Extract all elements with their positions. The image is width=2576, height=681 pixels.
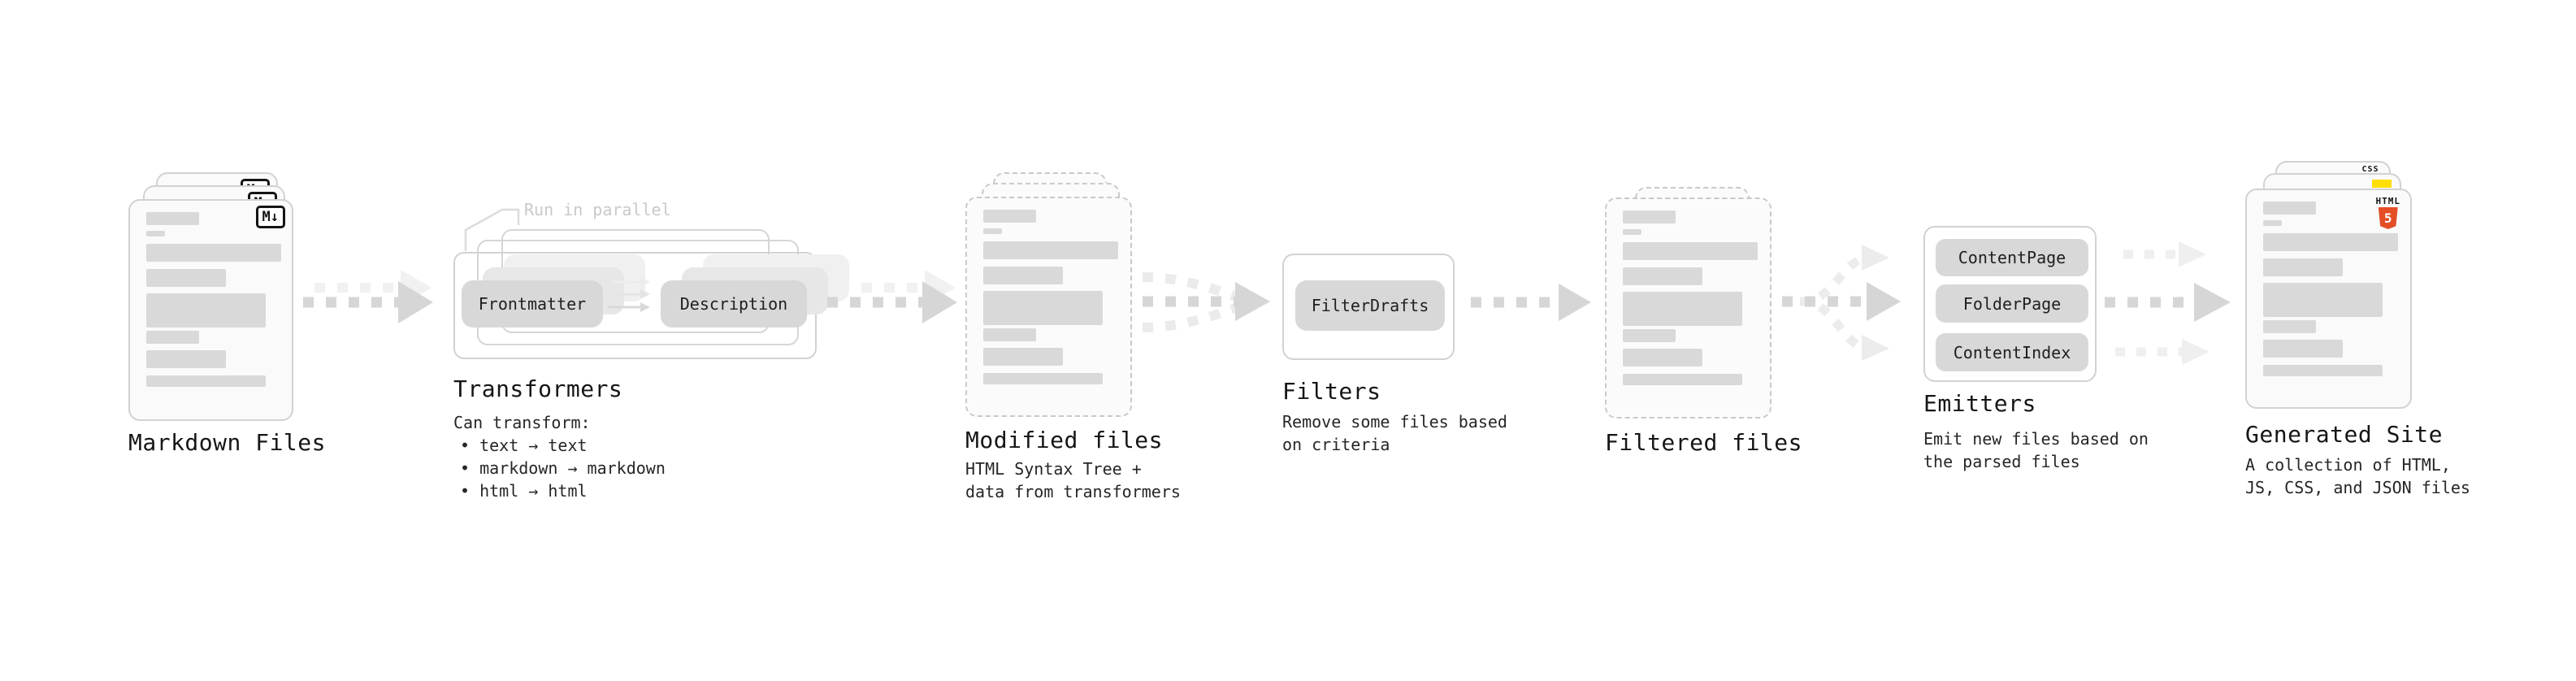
flow-arrow-merge-to-filters xyxy=(1142,272,1270,332)
text-line-bar xyxy=(146,231,165,236)
folderpage-pill: FolderPage xyxy=(1936,284,2088,323)
modified-files-label: Modified files xyxy=(965,427,1164,453)
text-line-bar xyxy=(983,241,1118,259)
text-line-bar xyxy=(2263,365,2383,376)
emitters-subtitle: Emit new files based on the parsed files xyxy=(1923,429,2149,471)
contentindex-pill: ContentIndex xyxy=(1936,333,2088,371)
text-line-bar xyxy=(983,348,1063,366)
emitters-box: ContentPage FolderPage ContentIndex xyxy=(1923,226,2097,382)
text-line-bar xyxy=(146,212,199,225)
text-line-bar xyxy=(1623,242,1758,260)
text-line-bar xyxy=(1623,349,1702,367)
text-line-bar xyxy=(983,373,1103,384)
text-line-bar xyxy=(146,331,199,344)
text-line-bar xyxy=(146,269,226,287)
modified-doc-front xyxy=(965,197,1132,417)
html-doc-front: HTML 5 xyxy=(2245,189,2412,409)
transformers-label: Transformers xyxy=(453,375,623,402)
text-line-bar xyxy=(1623,267,1702,285)
markdown-files-label: Markdown Files xyxy=(128,429,327,456)
contentpage-pill: ContentPage xyxy=(1936,239,2088,276)
text-line-bar xyxy=(983,228,1002,234)
js-icon xyxy=(2372,180,2392,188)
bullet-item: • markdown → markdown xyxy=(460,458,666,478)
generated-site-subtitle: A collection of HTML, JS, CSS, and JSON … xyxy=(2245,455,2470,497)
markdown-icon: M↓ xyxy=(255,206,285,228)
flow-arrow-transformers-to-modified xyxy=(827,270,957,323)
text-line-bar xyxy=(2263,258,2343,276)
text-line-bar xyxy=(146,375,266,387)
filters-label: Filters xyxy=(1282,378,1381,405)
emitters-label: Emitters xyxy=(1923,390,2036,417)
bullet-item: • html → html xyxy=(460,481,588,501)
bullet-item: • text → text xyxy=(460,436,588,455)
run-in-parallel-connector xyxy=(464,208,520,251)
modified-files-subtitle: HTML Syntax Tree + data from transformer… xyxy=(965,459,1181,501)
flow-arrows-emitters-to-generated xyxy=(2105,241,2231,365)
text-line-bar xyxy=(2263,320,2316,333)
flow-arrow-fanout-to-emitters xyxy=(1782,245,1901,361)
html5-number: 5 xyxy=(2383,210,2392,226)
run-in-parallel-note: Run in parallel xyxy=(524,200,671,219)
frontmatter-pill: Frontmatter xyxy=(462,280,603,327)
css-badge-text: CSS xyxy=(2361,165,2379,174)
transformers-subtitle: Can transform: xyxy=(453,413,591,432)
filtered-doc-front xyxy=(1605,197,1772,419)
text-line-bar xyxy=(983,328,1036,341)
generated-site-label: Generated Site xyxy=(2245,421,2444,448)
flow-arrow-markdown-to-transformers xyxy=(303,270,433,323)
text-line-bar xyxy=(1623,229,1641,235)
filters-box: FilterDrafts xyxy=(1282,254,1455,360)
text-line-bar xyxy=(1623,374,1742,385)
markdown-doc-front: M↓ xyxy=(128,199,293,421)
text-line-bar xyxy=(2263,202,2316,215)
doc-text-lines xyxy=(1607,210,1770,385)
doc-text-lines xyxy=(967,210,1130,384)
text-line-bar xyxy=(983,267,1063,284)
doc-text-lines xyxy=(130,212,292,387)
filters-subtitle: Remove some files based on criteria xyxy=(1282,412,1507,454)
text-line-bar xyxy=(983,291,1103,325)
transform-step-arrows xyxy=(608,277,650,312)
html5-shield: 5 xyxy=(2378,207,2398,229)
description-pill: Description xyxy=(661,280,807,327)
text-line-bar xyxy=(146,350,226,368)
html5-badge-text: HTML xyxy=(2375,196,2400,206)
filtered-files-label: Filtered files xyxy=(1605,429,1803,456)
flow-arrow-filters-to-filtered xyxy=(1471,284,1591,321)
transformers-bullet-list: • text → text • markdown → markdown • ht… xyxy=(460,434,666,502)
filterdrafts-pill: FilterDrafts xyxy=(1295,280,1445,331)
text-line-bar xyxy=(1623,329,1676,342)
text-line-bar xyxy=(146,293,266,327)
doc-text-lines xyxy=(2247,202,2410,376)
html5-icon: HTML 5 xyxy=(2376,197,2401,229)
text-line-bar xyxy=(2263,340,2343,358)
text-line-bar xyxy=(1623,292,1742,326)
text-line-bar xyxy=(983,210,1036,223)
text-line-bar xyxy=(2263,233,2398,251)
text-line-bar xyxy=(146,244,281,262)
text-line-bar xyxy=(1623,210,1676,223)
text-line-bar xyxy=(2263,220,2282,226)
text-line-bar xyxy=(2263,283,2383,317)
